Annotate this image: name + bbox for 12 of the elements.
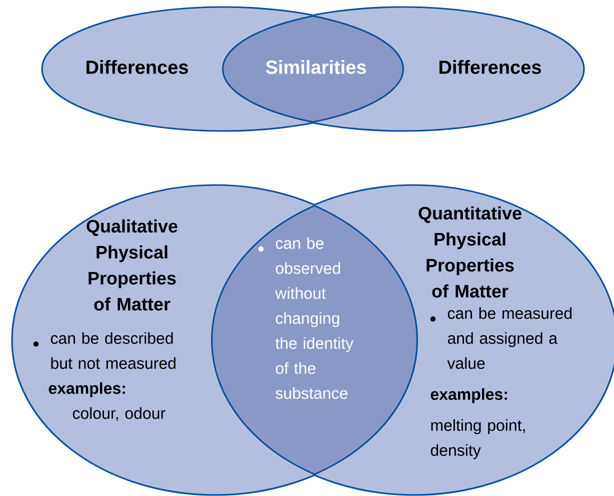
- heading: Qualitative Physical Properties of Matter: [86, 219, 178, 311]
- body-text: colour, odour: [72, 407, 166, 421]
- body-text: examples:: [48, 382, 125, 398]
- heading: Quantitative Physical Properties of Matter: [418, 206, 522, 298]
- body-text: examples:: [430, 388, 507, 404]
- body-text: melting point, density: [430, 419, 525, 460]
- heading: can be observed without changing the identity of the substance: [275, 237, 354, 399]
- node-label: Differences: [440, 60, 541, 74]
- node-label: Similarities: [266, 60, 366, 74]
- venn-circle: [221, 6, 585, 132]
- bullet-text: can be measured and assigned a value: [447, 307, 572, 369]
- node-label: Differences: [86, 60, 188, 74]
